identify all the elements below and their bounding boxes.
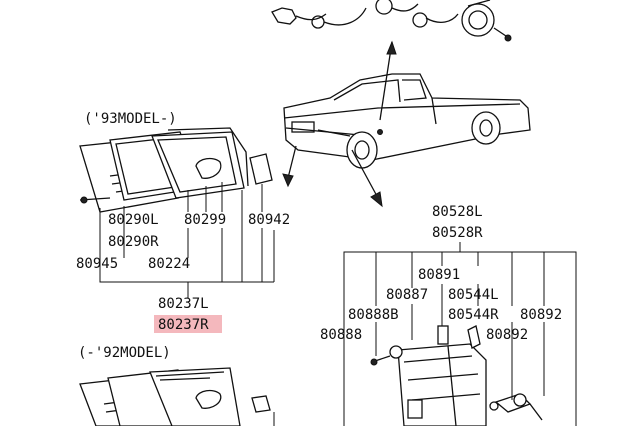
section-label-92-model: (-'92MODEL) xyxy=(78,345,171,361)
rear-combination-lamp-drawing xyxy=(343,242,577,426)
part-label-80887[interactable]: 80887 xyxy=(386,287,428,303)
side-marker-lamp-92-drawing xyxy=(79,367,275,426)
part-label-80237R[interactable]: 80237R xyxy=(158,317,209,333)
part-label-80528L[interactable]: 80528L xyxy=(432,204,483,220)
part-label-80528R[interactable]: 80528R xyxy=(432,225,483,241)
part-label-80888[interactable]: 80888 xyxy=(320,327,362,343)
part-label-80892-b[interactable]: 80892 xyxy=(486,327,528,343)
part-label-80892-a[interactable]: 80892 xyxy=(520,307,562,323)
highlight-box xyxy=(154,315,222,333)
wiring-harness-drawing xyxy=(271,0,512,42)
part-label-80544R[interactable]: 80544R xyxy=(448,307,499,323)
part-label-80544L[interactable]: 80544L xyxy=(448,287,499,303)
part-label-80891[interactable]: 80891 xyxy=(418,267,460,283)
part-label-80237L[interactable]: 80237L xyxy=(158,296,209,312)
part-label-80945[interactable]: 80945 xyxy=(76,256,118,272)
part-label-80290R[interactable]: 80290R xyxy=(108,234,159,250)
section-label-93-model: ('93MODEL-) xyxy=(84,111,177,127)
part-label-80290L[interactable]: 80290L xyxy=(108,212,159,228)
side-marker-lamp-93-drawing xyxy=(79,127,275,298)
part-label-80224[interactable]: 80224 xyxy=(148,256,190,272)
pickup-truck-drawing xyxy=(282,40,531,208)
part-label-80888B[interactable]: 80888B xyxy=(348,307,399,323)
part-label-80299[interactable]: 80299 xyxy=(184,212,226,228)
part-label-80942[interactable]: 80942 xyxy=(248,212,290,228)
